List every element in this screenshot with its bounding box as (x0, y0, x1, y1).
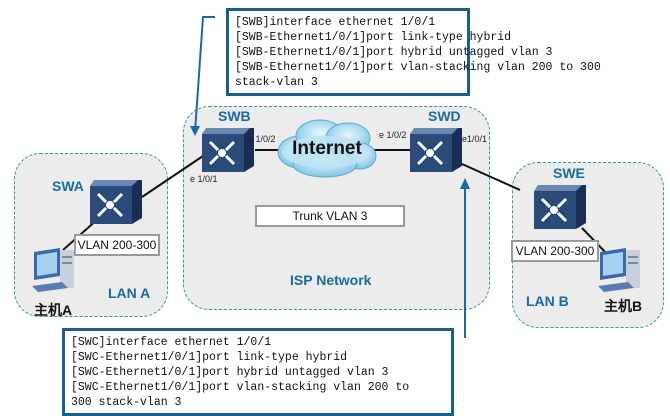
switch-icon-swe[interactable] (532, 185, 588, 231)
port-label-swb-e102: e 1/0/2 (248, 134, 276, 144)
switch-icon-swd[interactable] (408, 128, 464, 174)
arrowhead-icon (460, 178, 470, 189)
zone-label-lan-b: LAN B (526, 293, 569, 309)
vlan-range-label-b: VLAN 200-300 (511, 240, 599, 262)
host-label-a: 主机A (34, 302, 73, 318)
zone-label-lan-a: LAN A (108, 285, 151, 301)
callout-arrow-swb (194, 16, 215, 133)
config-line: [SWC-Ethernet1/0/1]port link-type hybrid (71, 351, 348, 364)
zone-label-isp: ISP Network (290, 272, 372, 288)
device-label-swb: SWB (218, 108, 251, 124)
trunk-vlan-label: Trunk VLAN 3 (255, 205, 405, 227)
device-label-swa: SWA (52, 178, 84, 194)
link-swd-swe (461, 163, 521, 191)
config-line: stack-vlan 3 (235, 76, 318, 89)
config-line: [SWB-Ethernet1/0/1]port hybrid untagged … (235, 46, 553, 59)
switch-icon-swa[interactable] (88, 180, 144, 226)
config-line: [SWB]interface ethernet 1/0/1 (235, 16, 436, 29)
device-label-swd: SWD (428, 108, 461, 124)
port-label-swd-e101: e1/0/1 (462, 134, 488, 144)
device-label-swe: SWE (553, 165, 585, 181)
host-computer-icon-a[interactable] (28, 246, 84, 300)
config-line: 300 stack-vlan 3 (71, 396, 182, 409)
port-label-swd-e102: e 1/0/2 (379, 130, 407, 140)
config-callout-swb: [SWB]interface ethernet 1/0/1 [SWB-Ethern… (226, 8, 601, 96)
host-computer-icon-b[interactable] (594, 246, 650, 300)
link-swa-swb (141, 155, 204, 198)
config-line: [SWB-Ethernet1/0/1]port link-type hybrid (235, 31, 512, 44)
arrowhead-icon (190, 126, 200, 136)
internet-label: Internet (292, 138, 362, 159)
config-callout-swc: [SWC]interface ethernet 1/0/1 [SWC-Ethern… (62, 328, 454, 416)
config-line: [SWC-Ethernet1/0/1]port vlan-stacking vl… (71, 381, 410, 394)
port-label-swb-e101: e 1/0/1 (190, 174, 218, 184)
host-label-b: 主机B (604, 298, 643, 314)
config-line: [SWC]interface ethernet 1/0/1 (71, 336, 272, 349)
config-line: [SWB-Ethernet1/0/1]port vlan-stacking vl… (235, 61, 601, 74)
switch-icon-swb[interactable] (200, 128, 256, 174)
vlan-range-label-a: VLAN 200-300 (74, 234, 160, 256)
config-line: [SWC-Ethernet1/0/1]port hybrid untagged … (71, 366, 389, 379)
